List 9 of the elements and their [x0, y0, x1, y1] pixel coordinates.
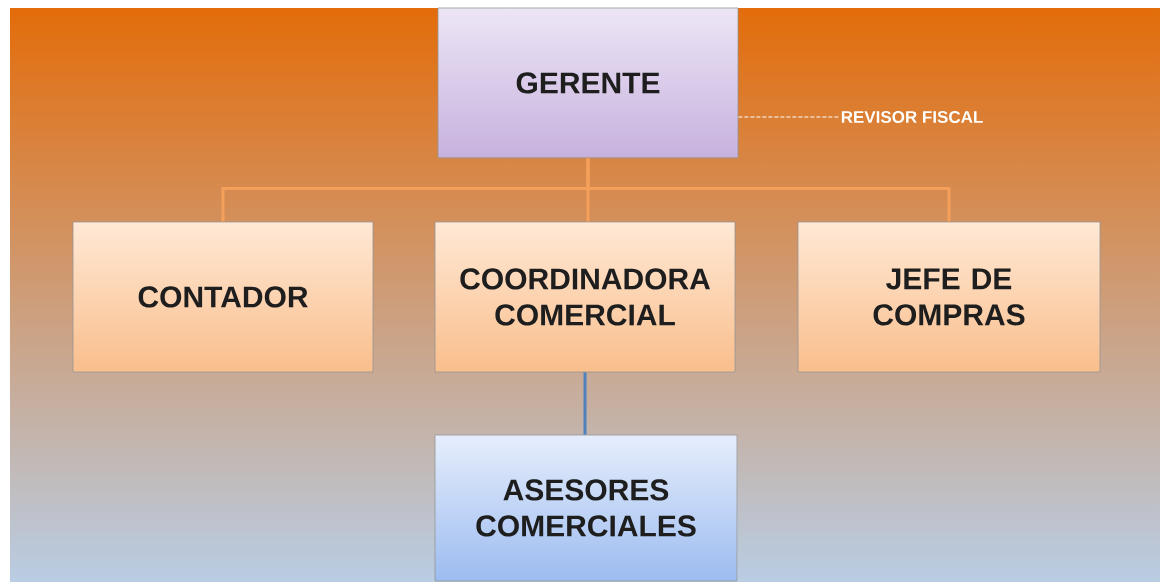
position-box: ASESORES COMERCIALES	[434, 434, 738, 582]
connector-line	[737, 116, 841, 118]
position-box: JEFE DE COMPRAS	[797, 221, 1101, 373]
connector-line	[586, 158, 951, 222]
position-box: GERENTE	[437, 7, 739, 159]
position-box: COORDINADORA COMERCIAL	[434, 221, 736, 373]
connector-line	[583, 372, 587, 435]
position-box: CONTADOR	[72, 221, 374, 373]
role-label: REVISOR FISCAL	[841, 111, 983, 123]
